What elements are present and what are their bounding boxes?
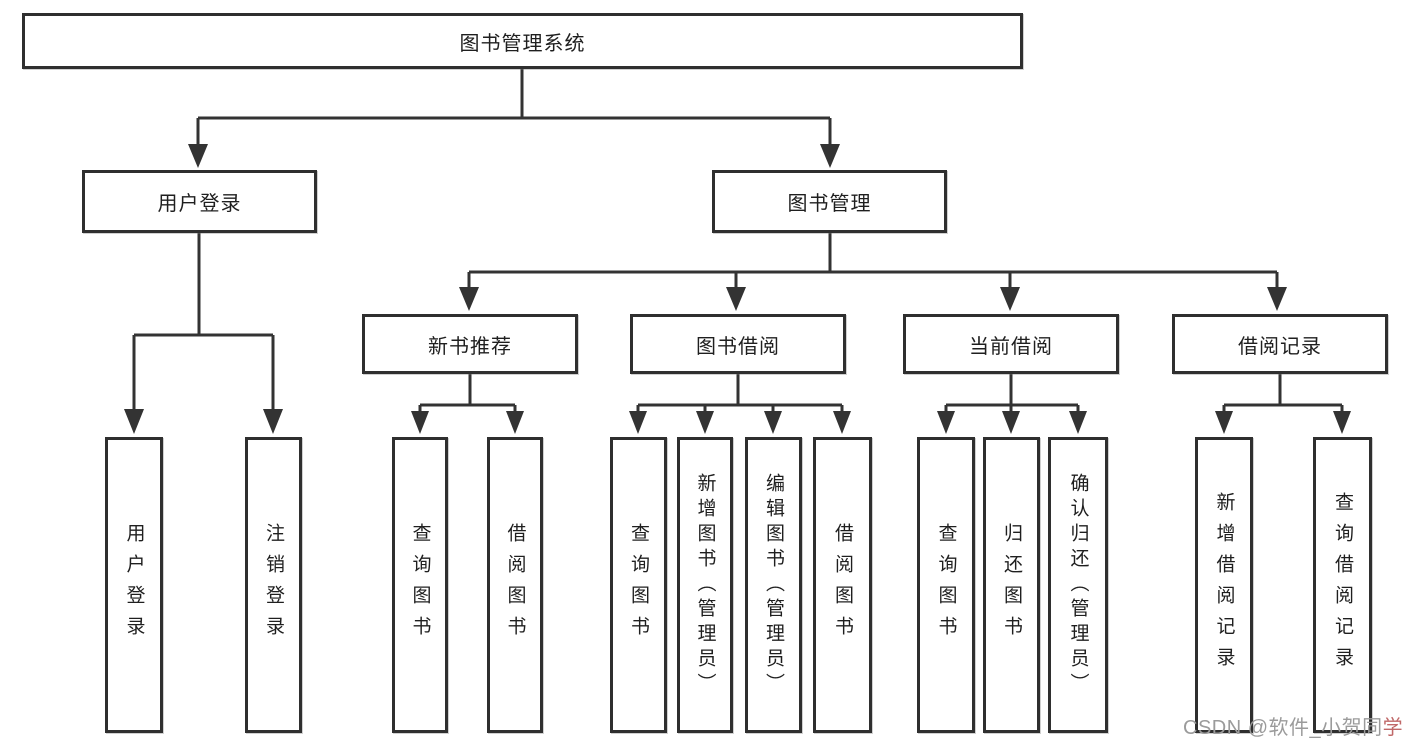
leaf-logout-login: 注销登录: [245, 437, 302, 733]
node-user-login: 用户登录: [82, 170, 317, 233]
leaf-query-borrow-record: 查询借阅记录: [1313, 437, 1372, 733]
leaf-borrow-books-newbooks: 借阅图书: [487, 437, 543, 733]
leaf-confirm-return-admin: 确认归还（管理员）: [1048, 437, 1108, 733]
leaf-user-login: 用户登录: [105, 437, 163, 733]
node-root: 图书管理系统: [22, 13, 1023, 69]
leaf-return-book: 归还图书: [983, 437, 1040, 733]
leaf-add-borrow-record: 新增借阅记录: [1195, 437, 1253, 733]
leaf-edit-book-admin: 编辑图书（管理员）: [745, 437, 802, 733]
watermark: CSDN @软件_小贺同学: [1183, 711, 1403, 740]
node-borrow-records: 借阅记录: [1172, 314, 1388, 374]
arrowheads: [124, 144, 1351, 434]
leaf-add-book-admin: 新增图书（管理员）: [677, 437, 733, 733]
leaf-borrow-books-borrow: 借阅图书: [813, 437, 872, 733]
watermark-accent: 学: [1382, 717, 1404, 739]
node-current-borrow: 当前借阅: [903, 314, 1119, 374]
node-book-management: 图书管理: [712, 170, 947, 233]
node-book-borrow: 图书借阅: [630, 314, 846, 374]
leaf-query-books-current: 查询图书: [917, 437, 975, 733]
node-new-book-recommend: 新书推荐: [362, 314, 578, 374]
leaf-query-books-borrow: 查询图书: [610, 437, 667, 733]
watermark-text: CSDN @软件_小贺同: [1183, 717, 1383, 739]
leaf-query-books-newbooks: 查询图书: [392, 437, 448, 733]
